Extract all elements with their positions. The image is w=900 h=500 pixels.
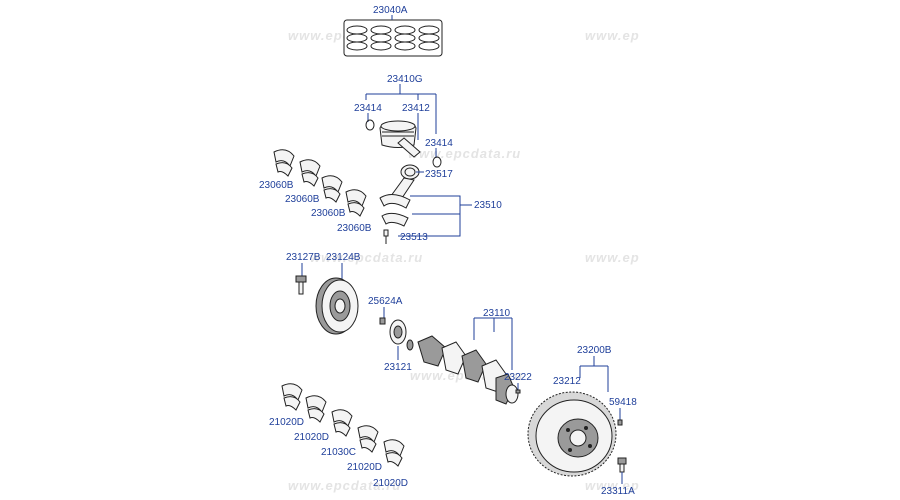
- part-label-59418[interactable]: 59418: [609, 397, 637, 408]
- part-label-23510[interactable]: 23510: [474, 200, 502, 211]
- piston-ring-set-illustration: [343, 19, 443, 57]
- watermark: www.epcdata.ru: [288, 478, 401, 493]
- part-label-23060B-4[interactable]: 23060B: [337, 223, 372, 234]
- watermark: www.ep: [585, 250, 640, 265]
- part-label-23517[interactable]: 23517: [425, 169, 453, 180]
- woodruff-key-illustration: [379, 317, 386, 325]
- part-label-23121[interactable]: 23121: [384, 362, 412, 373]
- part-label-21020D-4[interactable]: 21020D: [373, 478, 408, 489]
- part-label-21020D-3[interactable]: 21020D: [347, 462, 382, 473]
- rod-bearing-illustration: [273, 149, 367, 217]
- connecting-rod-illustration: [379, 164, 420, 244]
- part-label-23110[interactable]: 23110: [483, 308, 511, 319]
- part-label-23212[interactable]: 23212: [553, 376, 581, 387]
- part-label-23060B-2[interactable]: 23060B: [285, 194, 320, 205]
- part-label-23414-upper-left[interactable]: 23414: [354, 103, 382, 114]
- part-label-23124B[interactable]: 23124B: [326, 252, 361, 263]
- part-label-21030C[interactable]: 21030C: [321, 447, 356, 458]
- part-label-23414-right[interactable]: 23414: [425, 138, 453, 149]
- part-label-23311A[interactable]: 23311A: [601, 486, 635, 497]
- watermark: www.ep: [585, 478, 640, 493]
- part-label-23412[interactable]: 23412: [402, 103, 430, 114]
- crank-pulley-illustration: [295, 275, 359, 335]
- watermark: www.ep: [585, 28, 640, 43]
- main-bearing-illustration: [281, 383, 405, 467]
- part-label-23222[interactable]: 23222: [504, 372, 532, 383]
- part-label-23060B-1[interactable]: 23060B: [259, 180, 294, 191]
- part-label-23200B[interactable]: 23200B: [577, 345, 612, 356]
- piston-illustration: [365, 119, 442, 168]
- part-label-23513[interactable]: 23513: [400, 232, 428, 243]
- part-label-23410G[interactable]: 23410G: [387, 74, 423, 85]
- flywheel-illustration: [527, 391, 627, 477]
- crank-pin-illustration: [515, 389, 521, 394]
- part-label-23060B-3[interactable]: 23060B: [311, 208, 346, 219]
- part-label-25624A[interactable]: 25624A: [368, 296, 403, 307]
- crankshaft-illustration: [389, 319, 519, 405]
- watermark: www.epcdata.ru: [310, 250, 423, 265]
- part-label-21020D-1[interactable]: 21020D: [269, 417, 304, 428]
- part-label-21020D-2[interactable]: 21020D: [294, 432, 329, 443]
- part-label-23127B[interactable]: 23127B: [286, 252, 321, 263]
- part-label-23040A[interactable]: 23040A: [373, 5, 408, 16]
